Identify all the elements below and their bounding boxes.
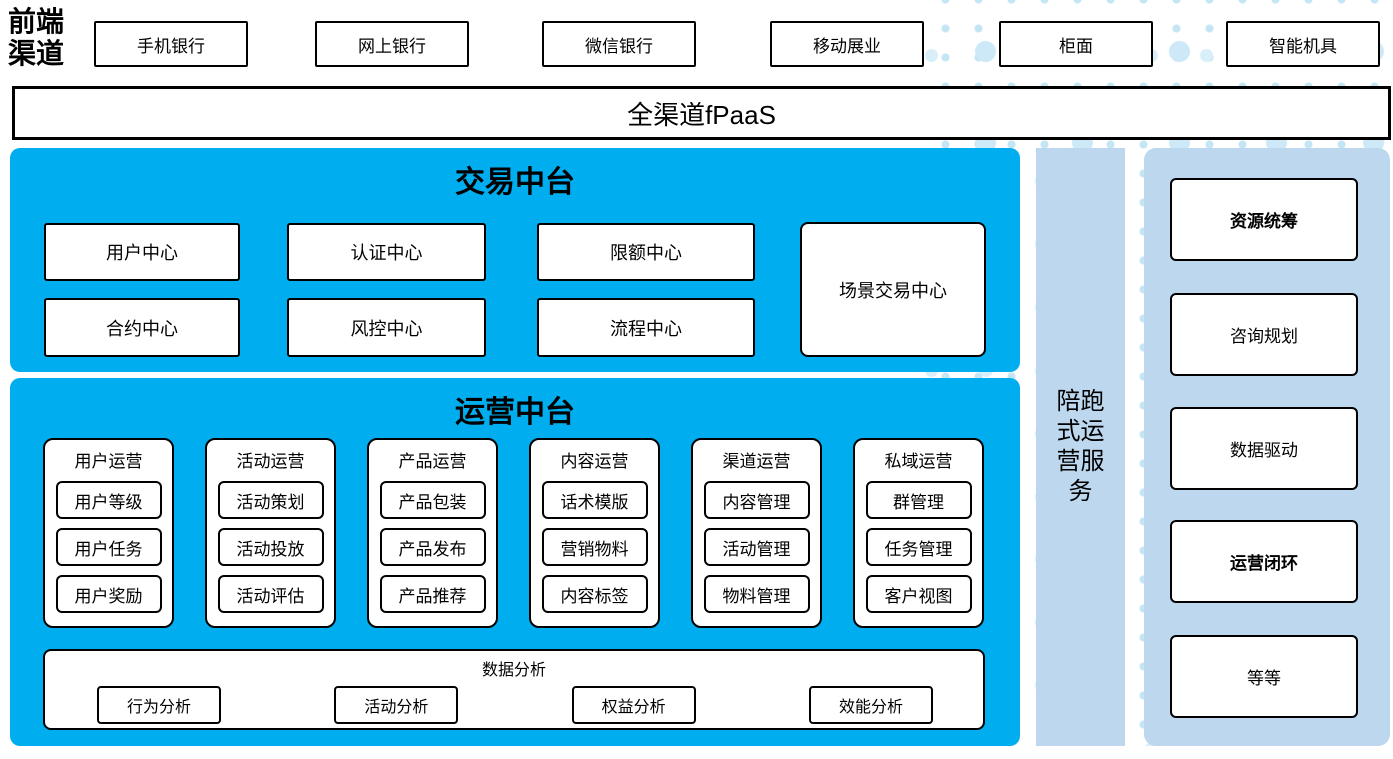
group-item: 用户等级 — [55, 481, 162, 519]
group-title: 私域运营 — [884, 452, 953, 471]
fpaas-bar: 全渠道fPaaS — [12, 86, 1391, 140]
trade-platform-title: 交易中台 — [455, 165, 575, 200]
data-analysis-title: 数据分析 — [481, 662, 546, 679]
trade-box-limit-center: 限额中心 — [537, 223, 755, 281]
group-product-operation: 产品运营 产品包装 产品发布 产品推荐 — [367, 438, 498, 628]
service-box-consulting-planning: 咨询规划 — [1170, 293, 1358, 376]
group-item: 活动管理 — [703, 528, 810, 566]
group-channel-operation: 渠道运营 内容管理 活动管理 物料管理 — [691, 438, 822, 628]
group-item: 用户任务 — [55, 528, 162, 566]
analysis-item-activity: 活动分析 — [334, 686, 459, 724]
group-item: 物料管理 — [703, 575, 810, 613]
group-title: 用户运营 — [74, 452, 143, 471]
group-item: 产品发布 — [379, 528, 486, 566]
group-item: 内容管理 — [703, 481, 810, 519]
group-title: 内容运营 — [560, 452, 629, 471]
channel-box-wechat-banking: 微信银行 — [542, 21, 696, 67]
analysis-item-behavior: 行为分析 — [97, 686, 221, 724]
group-private-domain-operation: 私域运营 群管理 任务管理 客户视图 — [853, 438, 984, 628]
channel-box-online-banking: 网上银行 — [315, 21, 469, 67]
group-item: 活动投放 — [217, 528, 324, 566]
group-item: 话术模版 — [541, 481, 648, 519]
group-item: 营销物料 — [541, 528, 648, 566]
group-title: 产品运营 — [398, 452, 467, 471]
trade-box-auth-center: 认证中心 — [287, 223, 486, 281]
channel-box-counter: 柜面 — [999, 21, 1153, 67]
data-analysis-box: 数据分析 行为分析 活动分析 权益分析 效能分析 — [43, 649, 985, 730]
group-item: 任务管理 — [865, 528, 972, 566]
group-item: 群管理 — [865, 481, 972, 519]
companion-service-bar: 陪跑式运营服务 — [1036, 148, 1125, 746]
group-item: 内容标签 — [541, 575, 648, 613]
group-item: 产品包装 — [379, 481, 486, 519]
group-item: 产品推荐 — [379, 575, 486, 613]
right-service-panel: 资源统筹 咨询规划 数据驱动 运营闭环 等等 — [1144, 148, 1390, 746]
channel-box-smart-devices: 智能机具 — [1226, 21, 1380, 67]
trade-box-risk-center: 风控中心 — [287, 298, 486, 357]
trade-box-process-center: 流程中心 — [537, 298, 755, 357]
data-analysis-row: 行为分析 活动分析 权益分析 效能分析 — [45, 680, 983, 724]
group-item: 客户视图 — [865, 575, 972, 613]
service-box-operation-loop: 运营闭环 — [1170, 520, 1358, 603]
channel-box-mobile-banking: 手机银行 — [94, 21, 248, 67]
service-box-data-driven: 数据驱动 — [1170, 407, 1358, 490]
operation-platform-panel: 运营中台 用户运营 用户等级 用户任务 用户奖励 活动运营 活动策划 活动投放 … — [10, 378, 1020, 746]
front-channels-label: 前端渠道 — [8, 5, 65, 70]
group-activity-operation: 活动运营 活动策划 活动投放 活动评估 — [205, 438, 336, 628]
analysis-item-rights: 权益分析 — [571, 686, 696, 724]
group-user-operation: 用户运营 用户等级 用户任务 用户奖励 — [43, 438, 174, 628]
channel-box-mobile-outreach: 移动展业 — [770, 21, 924, 67]
group-title: 活动运营 — [236, 452, 305, 471]
group-content-operation: 内容运营 话术模版 营销物料 内容标签 — [529, 438, 660, 628]
group-item: 活动策划 — [217, 481, 324, 519]
trade-box-scene-trade-center: 场景交易中心 — [800, 222, 986, 357]
trade-box-user-center: 用户中心 — [44, 223, 240, 281]
service-box-etc: 等等 — [1170, 635, 1358, 718]
group-item: 用户奖励 — [55, 575, 162, 613]
group-title: 渠道运营 — [722, 452, 791, 471]
operation-platform-title: 运营中台 — [455, 395, 575, 430]
analysis-item-efficiency: 效能分析 — [808, 686, 933, 724]
companion-service-label: 陪跑式运营服务 — [1056, 388, 1105, 505]
trade-platform-panel: 交易中台 用户中心 认证中心 限额中心 合约中心 风控中心 流程中心 场景交易中… — [10, 148, 1020, 372]
group-item: 活动评估 — [217, 575, 324, 613]
trade-box-contract-center: 合约中心 — [44, 298, 240, 357]
service-box-resource-planning: 资源统筹 — [1170, 178, 1358, 261]
operation-groups: 用户运营 用户等级 用户任务 用户奖励 活动运营 活动策划 活动投放 活动评估 … — [43, 438, 984, 628]
